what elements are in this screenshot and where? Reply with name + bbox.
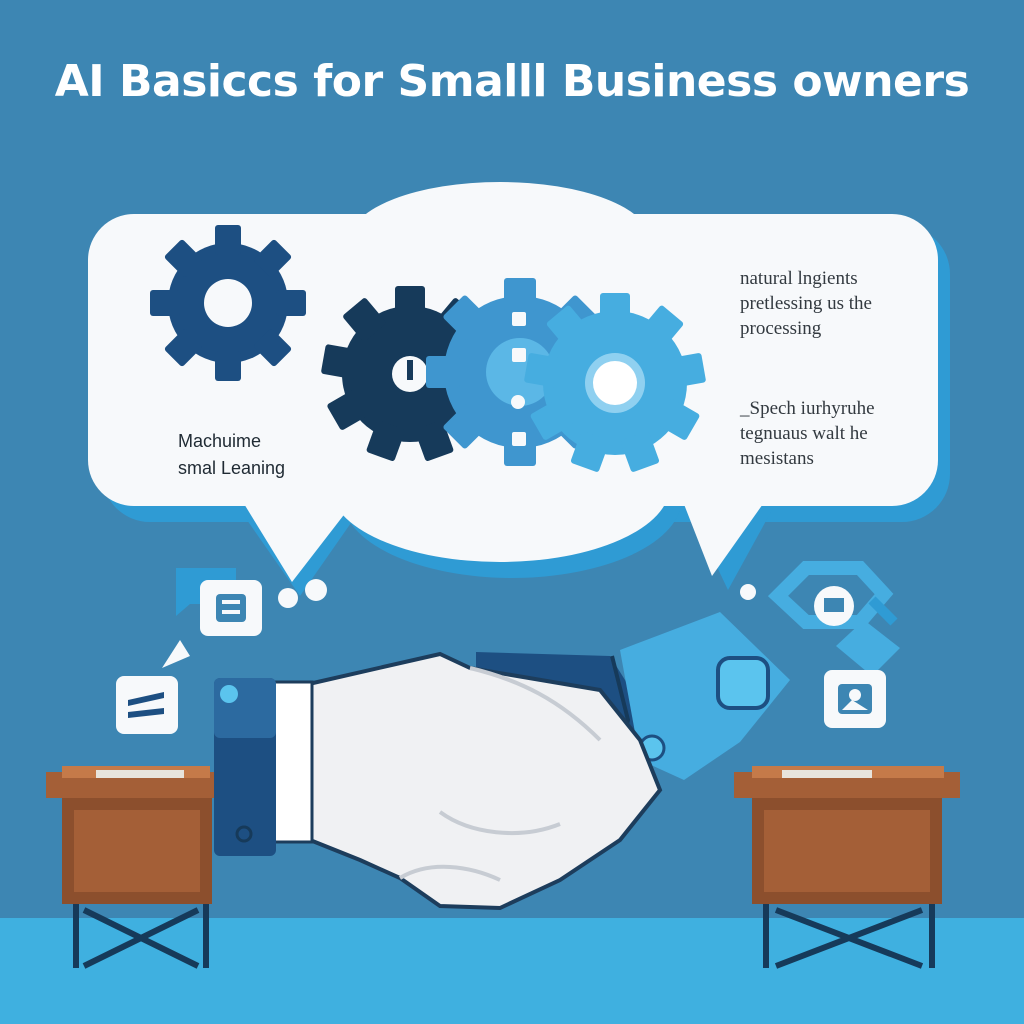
gear-inner-icons <box>511 312 526 446</box>
gear-icon <box>524 293 706 472</box>
document-icon <box>116 676 178 734</box>
handshake-icon <box>214 651 663 911</box>
nlp-line: processing <box>740 318 822 339</box>
nlp-label: natural lngients pretlessing us the proc… <box>740 266 872 341</box>
chat-icon <box>176 568 262 636</box>
desk-left <box>46 766 226 969</box>
speech-label: _Spech iurhyruhe tegnuaus walt he mesist… <box>740 396 875 471</box>
machine-learning-label: Machuime smal Leaning <box>178 428 285 482</box>
speech-line: tegnuaus walt he <box>740 423 868 444</box>
machine-learning-line: smal Leaning <box>178 458 286 478</box>
thought-dots <box>278 579 756 608</box>
nlp-line: pretlessing us the <box>740 293 872 314</box>
speech-line: mesistans <box>740 448 814 469</box>
desk-right <box>734 766 960 969</box>
speech-line: _Spech iurhyruhe <box>740 398 875 419</box>
page-title: AI Basiccs for Smalll Business owners <box>54 56 970 107</box>
gear-icon <box>150 225 306 381</box>
chat-tail-icon <box>162 640 190 668</box>
nlp-line: natural lngients <box>740 268 858 289</box>
image-icon <box>824 670 886 728</box>
machine-learning-line: Machuime <box>178 431 262 451</box>
network-icon <box>767 561 900 676</box>
